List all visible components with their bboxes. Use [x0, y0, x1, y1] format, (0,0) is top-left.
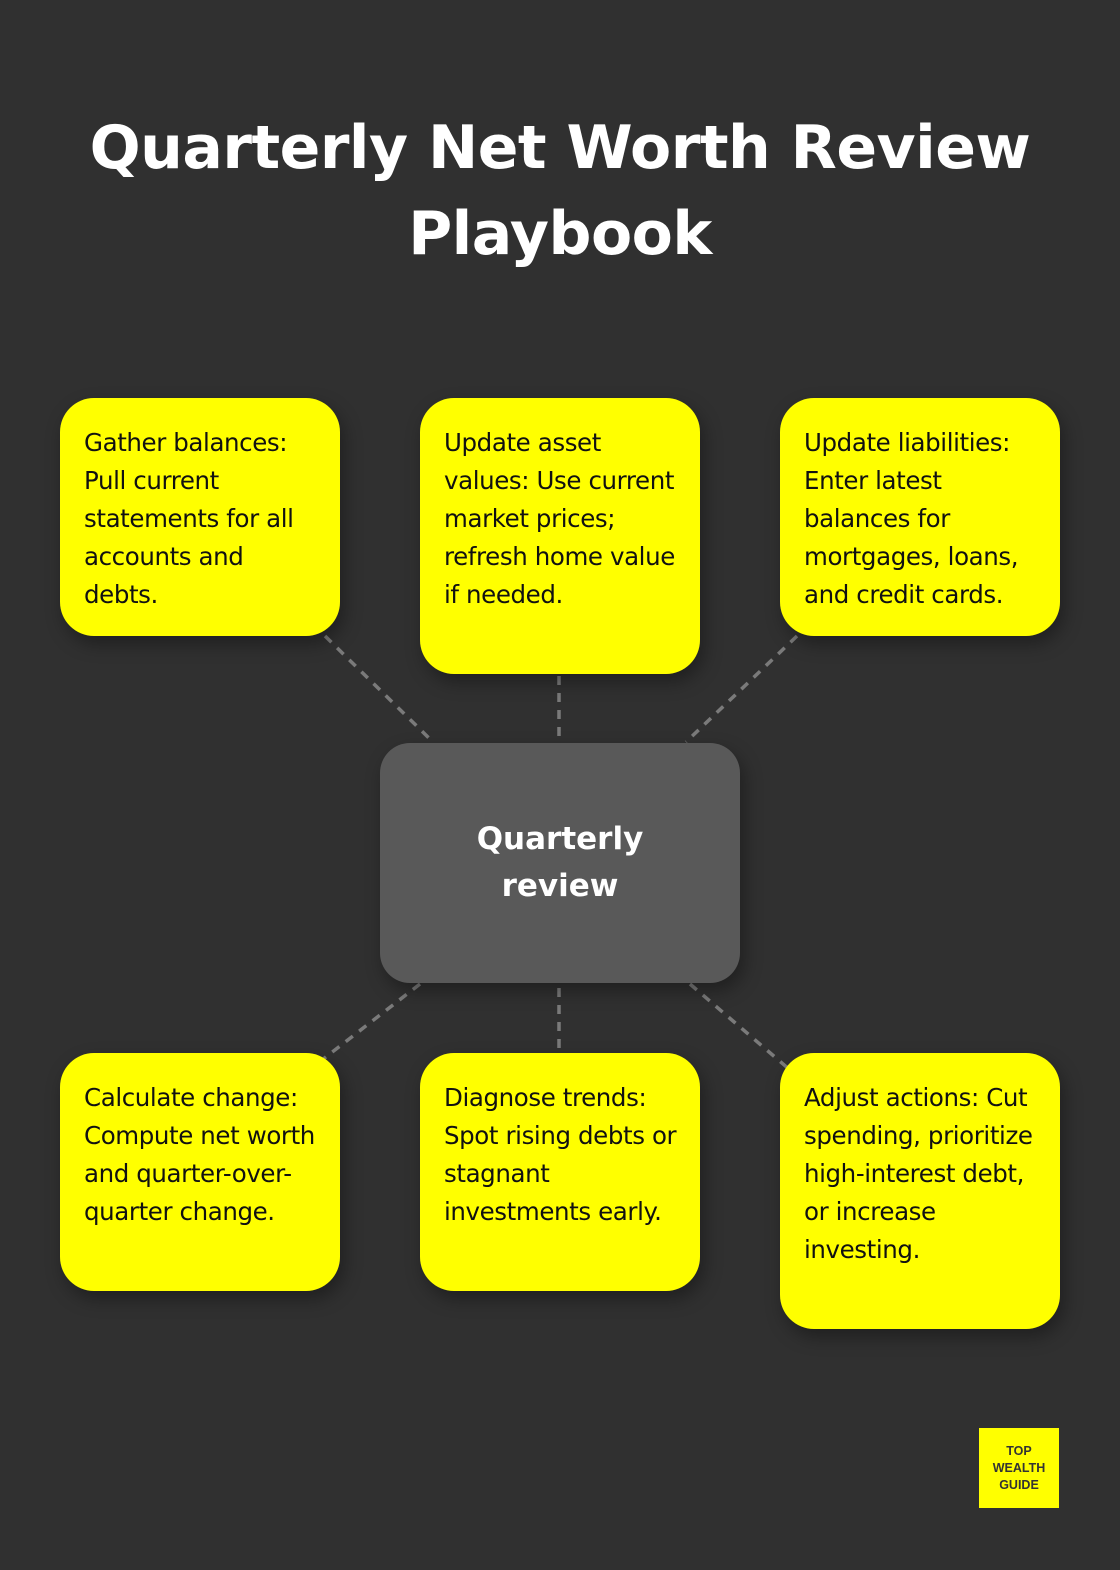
center-node: Quarterly review [380, 743, 740, 983]
step-card-diagnose-trends: Diagnose trends: Spot rising debts or st… [420, 1053, 700, 1291]
step-card-gather-balances: Gather balances: Pull current statements… [60, 398, 340, 636]
step-text: Diagnose trends: Spot rising debts or st… [444, 1083, 677, 1226]
connector-line [688, 982, 792, 1072]
brand-logo: TOP WEALTH GUIDE [979, 1428, 1059, 1508]
connector-line [323, 634, 435, 744]
logo-line: TOP [1006, 1443, 1032, 1458]
page-title: Quarterly Net Worth Review Playbook [89, 113, 1031, 269]
connector-line [684, 634, 799, 744]
step-text: Adjust actions: Cut spending, prioritize… [804, 1083, 1033, 1264]
connector-line [320, 982, 422, 1062]
step-card-calculate-change: Calculate change: Compute net worth and … [60, 1053, 340, 1291]
logo-line: WEALTH [992, 1460, 1046, 1475]
step-text: Update liabilities: Enter latest balance… [804, 428, 1019, 609]
logo-line: GUIDE [999, 1477, 1039, 1492]
step-card-update-liabilities: Update liabilities: Enter latest balance… [780, 398, 1060, 636]
step-card-update-assets: Update asset values: Use current market … [420, 398, 700, 674]
step-card-adjust-actions: Adjust actions: Cut spending, prioritize… [780, 1053, 1060, 1329]
step-text: Update asset values: Use current market … [444, 428, 675, 609]
step-text: Gather balances: Pull current statements… [84, 428, 294, 609]
center-label: Quarterly review [476, 821, 644, 904]
step-text: Calculate change: Compute net worth and … [84, 1083, 315, 1226]
